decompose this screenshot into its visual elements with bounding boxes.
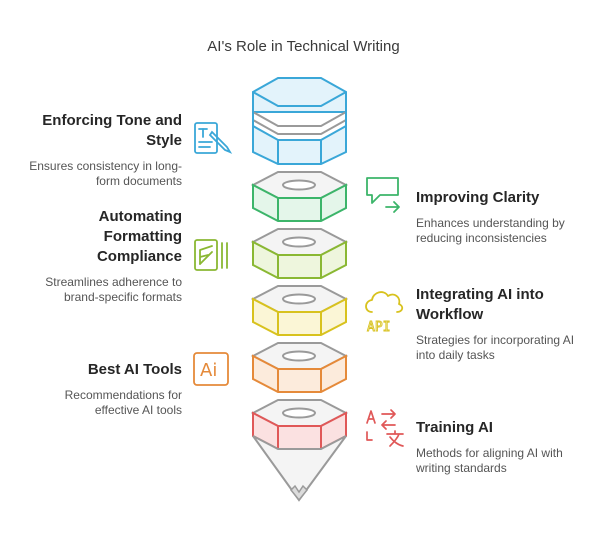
item-description: Methods for aligning AI with writing sta…	[416, 446, 563, 475]
item-heading: Integrating AI into Workflow	[416, 286, 544, 323]
item-description: Recommendations for effective AI tools	[64, 388, 182, 417]
item-integrating-ai: Integrating AI into Workflow Strategies …	[416, 285, 591, 363]
diagram-title: AI's Role in Technical Writing	[207, 38, 400, 55]
document-pen-icon	[194, 122, 233, 154]
format-edit-icon	[194, 239, 228, 271]
item-heading: Automating Formatting Compliance	[96, 208, 182, 265]
stack-segment-green	[250, 171, 349, 222]
item-improving-clarity: Improving Clarity Enhances understanding…	[416, 188, 591, 246]
item-description: Ensures consistency in long-form documen…	[29, 159, 182, 188]
item-best-ai-tools: Best AI Tools Recommendations for effect…	[20, 360, 182, 418]
item-heading: Training AI	[416, 419, 493, 436]
cloud-api-icon	[365, 291, 404, 313]
ai-box-icon	[193, 352, 229, 386]
stack-segment-red-tip	[250, 399, 349, 502]
item-heading: Best AI Tools	[87, 361, 182, 378]
stack-segment-lime	[250, 228, 349, 279]
item-automating-formatting: Automating Formatting Compliance Streaml…	[20, 207, 182, 305]
item-description: Enhances understanding by reducing incon…	[416, 216, 565, 245]
stack-segment-yellow	[250, 285, 349, 336]
stack-segment-blue	[252, 77, 347, 165]
item-heading: Enforcing Tone and Style	[42, 112, 182, 149]
item-training-ai: Training AI Methods for aligning AI with…	[416, 418, 591, 476]
chat-arrow-icon	[366, 177, 400, 213]
item-enforcing-tone: Enforcing Tone and Style Ensures consist…	[20, 111, 182, 189]
ai-label: Ai	[200, 360, 217, 381]
item-heading: Improving Clarity	[416, 189, 540, 206]
api-label: API	[367, 320, 390, 335]
item-description: Strategies for incorporating AI into dai…	[416, 333, 575, 362]
translate-icon	[366, 409, 404, 447]
stack-segment-orange	[250, 342, 349, 393]
item-description: Streamlines adherence to brand-specific …	[45, 275, 182, 304]
